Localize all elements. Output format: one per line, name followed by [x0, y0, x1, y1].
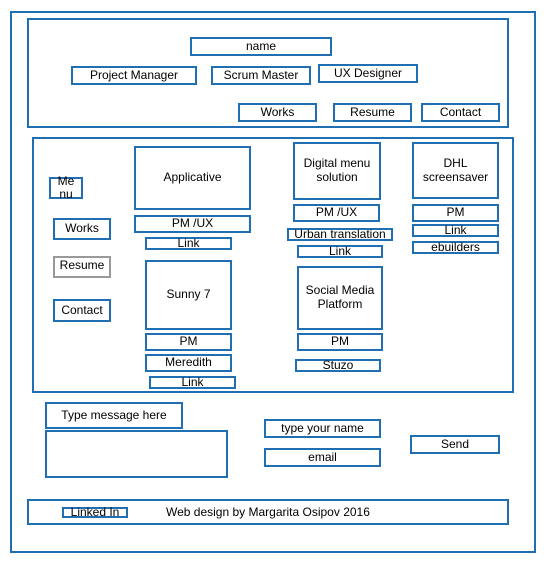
- name-title: name: [190, 37, 332, 56]
- project-digital-menu-link[interactable]: Link: [297, 244, 383, 258]
- menu-button[interactable]: Me nu: [49, 175, 83, 200]
- project-dhl-card[interactable]: DHL screensaver: [412, 142, 499, 199]
- project-applicative-role: PM /UX: [134, 215, 251, 233]
- name-input[interactable]: type your name: [264, 419, 381, 438]
- project-dhl-role: PM: [412, 204, 499, 222]
- project-dhl-link[interactable]: Link: [412, 223, 499, 237]
- side-contact-button[interactable]: Contact: [53, 299, 111, 322]
- nav-works-button[interactable]: Works: [238, 103, 317, 122]
- role-project-manager: Project Manager: [71, 66, 197, 85]
- linkedin-link[interactable]: Linked In: [62, 505, 128, 519]
- send-button[interactable]: Send: [410, 435, 500, 454]
- project-applicative-link[interactable]: Link: [145, 236, 232, 250]
- side-resume-button[interactable]: Resume: [53, 256, 111, 278]
- footer-credit: Web design by Margarita Osipov 2016: [166, 505, 370, 519]
- role-scrum-master: Scrum Master: [211, 66, 311, 85]
- nav-contact-button[interactable]: Contact: [421, 103, 500, 122]
- message-textarea[interactable]: [45, 430, 228, 478]
- project-social-media-card[interactable]: Social Media Platform: [297, 266, 383, 330]
- project-sunny7-link[interactable]: Link: [149, 375, 236, 389]
- project-social-media-role: PM: [297, 333, 383, 351]
- project-social-media-client: Stuzo: [295, 358, 381, 372]
- email-input[interactable]: email: [264, 448, 381, 467]
- side-works-button[interactable]: Works: [53, 218, 111, 240]
- project-applicative-card[interactable]: Applicative: [134, 146, 251, 210]
- nav-resume-button[interactable]: Resume: [333, 103, 412, 122]
- role-ux-designer: UX Designer: [318, 64, 418, 83]
- project-digital-menu-card[interactable]: Digital menu solution: [293, 142, 381, 200]
- project-sunny7-client: Meredith: [145, 354, 232, 372]
- project-dhl-client: ebuilders: [412, 240, 499, 254]
- message-label: Type message here: [45, 402, 183, 429]
- project-sunny7-role: PM: [145, 333, 232, 351]
- project-sunny7-card[interactable]: Sunny 7: [145, 260, 232, 330]
- project-digital-menu-client: Urban translation: [287, 227, 393, 241]
- project-digital-menu-role: PM /UX: [293, 204, 380, 222]
